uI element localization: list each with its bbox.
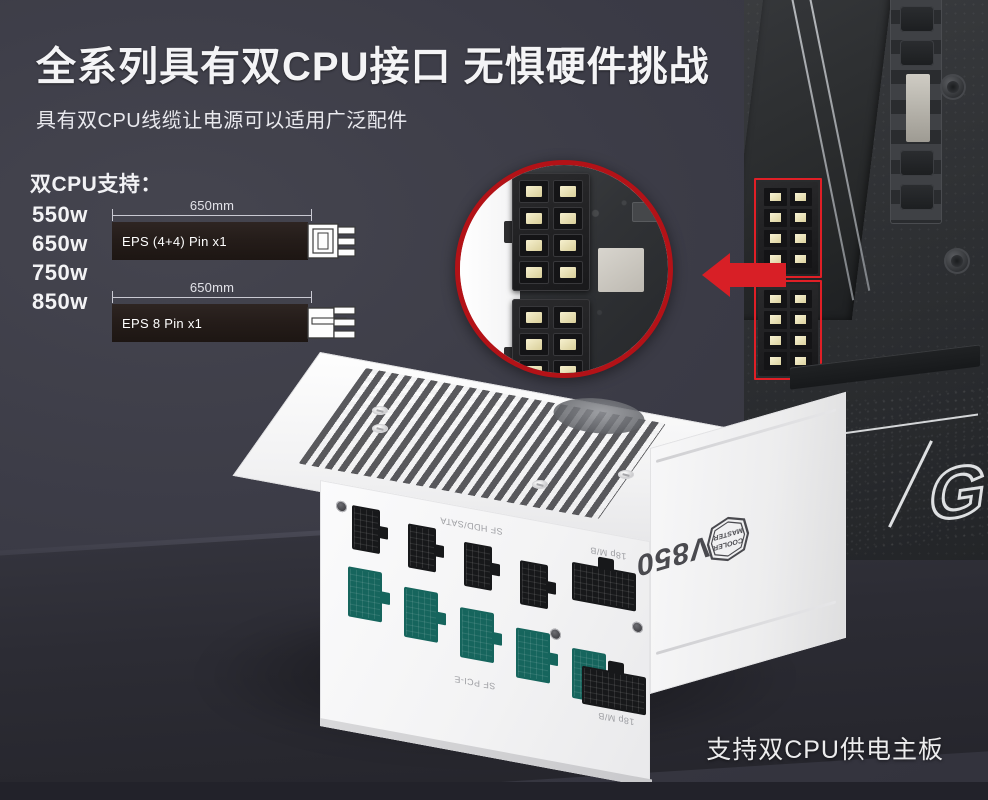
magnified-eps-callout: [455, 160, 673, 378]
silkscreen-label-pcie: SF PCI-E: [454, 673, 496, 692]
wattage-item: 550w: [32, 202, 88, 227]
spec-heading: 双CPU支持：: [30, 173, 162, 196]
red-left-arrow-icon: [700, 252, 786, 298]
wattage-list: 550w 650w 750w 850w: [32, 200, 88, 316]
board-screw-2: [944, 248, 970, 274]
choke-4: [900, 184, 934, 210]
cable-label-2: EPS 8 Pin x1: [122, 315, 203, 331]
board-screw-1: [940, 74, 966, 100]
psu-screw-top-mid: [532, 480, 548, 489]
eps-latch-top: [504, 221, 514, 243]
eps-highlight-box-bottom: [754, 280, 822, 380]
page-title: 全系列具有双CPU接口 无惧硬件挑战: [36, 45, 710, 89]
footer-caption: 支持双CPU供电主板: [706, 736, 944, 764]
choke-1: [900, 6, 934, 32]
peripheral-port-3[interactable]: [464, 541, 500, 591]
panel-standoff-1: [336, 500, 347, 514]
eps-4plus4-connector-icon: [306, 218, 358, 264]
pcie-port-2[interactable]: [404, 586, 446, 643]
cable-length-label: 650mm: [189, 280, 235, 295]
choke-3: [900, 150, 934, 176]
wattage-item: 850w: [32, 289, 88, 314]
peripheral-port-2[interactable]: [408, 523, 444, 573]
wattage-item: 650w: [32, 231, 88, 256]
pcie-port-4[interactable]: [516, 627, 558, 684]
pcie-port-3[interactable]: [460, 606, 502, 664]
motherboard-photo: G: [744, 0, 988, 560]
page-subtitle: 具有双CPU线缆让电源可以适用广泛配件: [36, 110, 408, 132]
peripheral-port-1[interactable]: [352, 504, 388, 555]
magnified-eps-connector-top: [512, 173, 590, 291]
eps-connector-bottom: [758, 284, 818, 376]
eps-latch-bottom: [504, 347, 514, 369]
eps-connector-top: [758, 182, 818, 274]
cable-bar-1: EPS (4+4) Pin x1: [112, 222, 308, 260]
cable-label-1: EPS (4+4) Pin x1: [122, 233, 227, 249]
wattage-item: 750w: [32, 260, 88, 285]
vrm-capacitor: [906, 74, 930, 142]
pcie-port-1[interactable]: [348, 566, 390, 623]
psu-screw-top-left: [372, 406, 388, 415]
cable-bar-2: EPS 8 Pin x1: [112, 304, 308, 342]
bottom-band: [0, 782, 988, 800]
psu-screw-top-left-2: [372, 424, 388, 433]
dimension-line-2: 650mm: [112, 280, 312, 303]
board-chip: [598, 248, 645, 293]
cable-spec-block: 双CPU支持： 550w 650w 750w 850w 650mm EPS (4…: [30, 168, 390, 342]
silkscreen-label-mb-2: 18p M/B: [598, 710, 635, 728]
cable-row-eps-8pin: 650mm EPS 8 Pin x1: [108, 280, 356, 344]
choke-2: [900, 40, 934, 66]
cable-row-eps-4plus4: 650mm EPS (4+4) Pin x1: [108, 198, 356, 262]
peripheral-port-4[interactable]: [520, 560, 556, 610]
cooler-master-logo: COOLER MASTER: [706, 510, 750, 569]
power-supply-unit: [232, 352, 860, 788]
dimension-line-1: 650mm: [112, 198, 312, 221]
psu-screw-top-right: [618, 470, 634, 479]
cable-length-label: 650mm: [189, 198, 235, 213]
magnified-eps-connector-bottom: [512, 299, 590, 373]
eps-8pin-connector-icon: [306, 300, 358, 346]
board-ic: [632, 202, 663, 223]
panel-standoff-2: [550, 627, 561, 641]
eps-highlight-box-top: [754, 178, 822, 278]
